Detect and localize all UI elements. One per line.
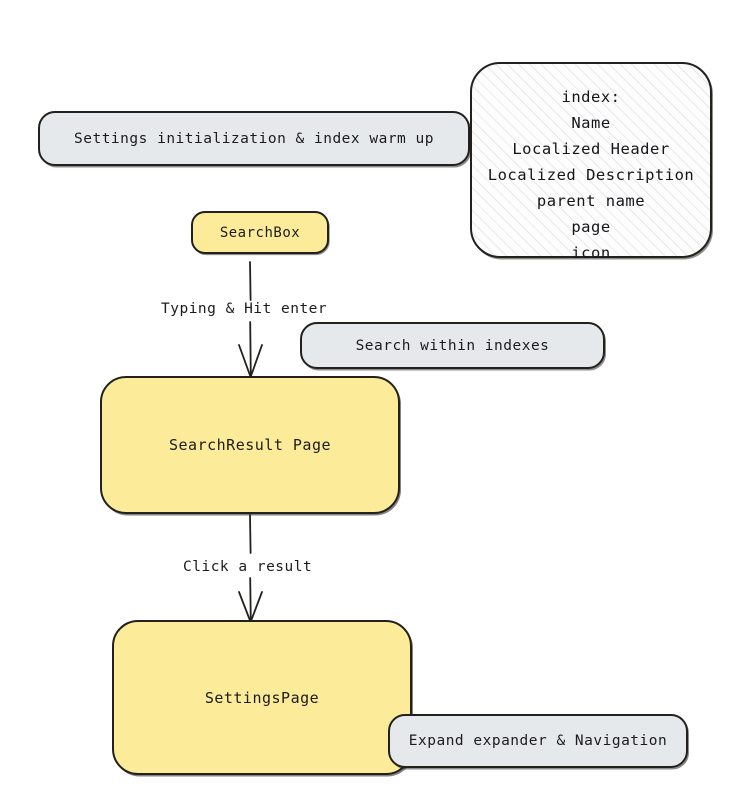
node-search-box-label: SearchBox xyxy=(219,224,301,241)
node-search-result-page-label: SearchResult Page xyxy=(168,436,332,454)
index-schema-line-0: index: xyxy=(561,88,621,106)
node-search-box[interactable]: SearchBox xyxy=(191,211,329,254)
edge-line-searchbox-to-result-lower xyxy=(249,321,252,378)
node-settings-page[interactable]: SettingsPage xyxy=(112,620,412,775)
callout-settings-initialization-label: Settings initialization & index warm up xyxy=(74,130,434,147)
index-schema-line-4: parent name xyxy=(536,192,646,210)
index-schema-line-5: page xyxy=(571,218,611,236)
callout-settings-initialization[interactable]: Settings initialization & index warm up xyxy=(38,111,470,166)
index-schema-card: index: Name Localized Header Localized D… xyxy=(470,62,712,262)
index-schema-line-1: Name xyxy=(571,114,611,132)
edge-line-result-to-settings-lower xyxy=(249,577,252,623)
edge-line-searchbox-to-result xyxy=(249,261,252,301)
arrowhead-to-search-result xyxy=(238,344,263,378)
node-settings-page-label: SettingsPage xyxy=(204,688,320,707)
callout-expand-expander-navigation[interactable]: Expand expander & Navigation xyxy=(388,714,688,768)
callout-expand-expander-navigation-label: Expand expander & Navigation xyxy=(408,733,668,749)
edge-line-result-to-settings xyxy=(249,514,252,554)
edge-label-typing-hit-enter: Typing & Hit enter xyxy=(161,301,328,317)
callout-search-within-indexes[interactable]: Search within indexes xyxy=(300,322,605,369)
callout-search-within-indexes-label: Search within indexes xyxy=(355,337,550,354)
index-schema-line-2: Localized Header xyxy=(512,140,670,158)
node-search-result-page[interactable]: SearchResult Page xyxy=(100,376,400,514)
edge-label-click-a-result: Click a result xyxy=(183,559,313,575)
index-schema-line-6: icon xyxy=(571,244,611,262)
index-schema-line-3: Localized Description xyxy=(487,166,695,184)
arrowhead-to-settings-page xyxy=(238,591,263,623)
